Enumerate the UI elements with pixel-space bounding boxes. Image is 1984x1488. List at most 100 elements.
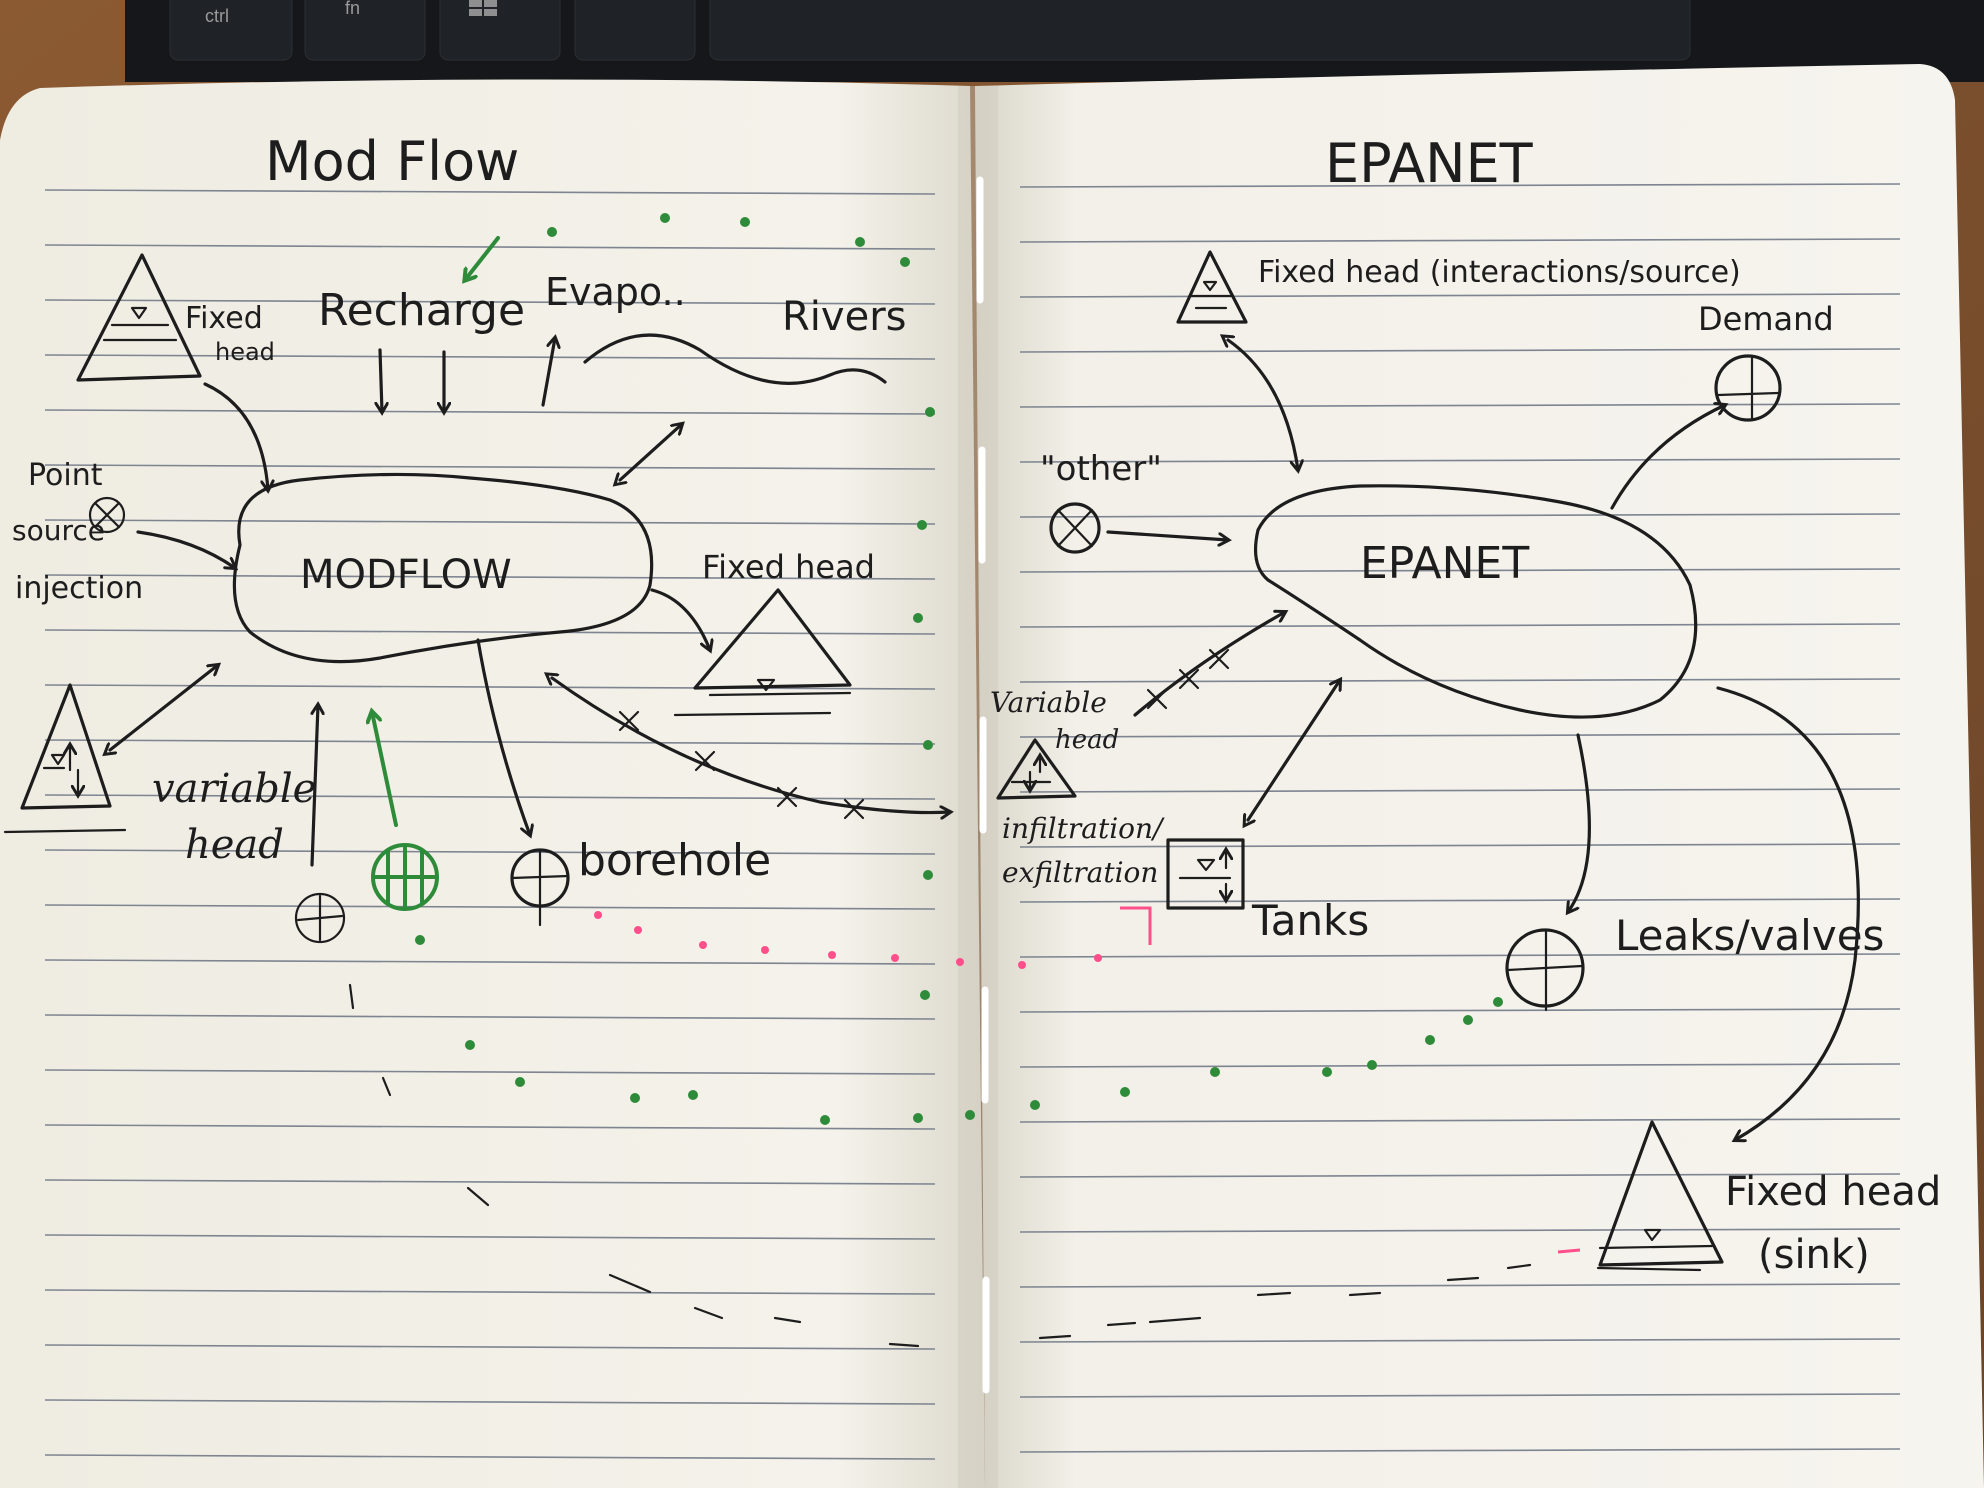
ruled-line [1019, 1228, 1901, 1233]
ruled-line [1019, 733, 1901, 738]
label-demand: Demand [1698, 300, 1834, 338]
label-fixed-head: head [215, 338, 275, 366]
borehole-well-icon [510, 848, 570, 927]
green-dotted-path [415, 213, 1503, 1125]
variable-head-triangle-right-icon [996, 738, 1077, 800]
ruled-line [1019, 788, 1901, 793]
green-dot [920, 990, 930, 1000]
right-diagram: EPANET Fixed head (interactions/source) … [990, 132, 1941, 1340]
ruled-line [44, 1399, 936, 1405]
label-infiltration: infiltration/ [1002, 812, 1165, 845]
ruled-line [44, 1179, 936, 1185]
leaks-well-icon [1505, 928, 1585, 1012]
left-page-title: Mod Flow [265, 130, 519, 193]
ruled-line [44, 574, 936, 580]
ruled-line [44, 1124, 936, 1130]
green-dot [1493, 997, 1503, 1007]
green-dot [465, 1040, 475, 1050]
arrow-fixedhead-to-modflow [203, 382, 268, 490]
modflow-label: MODFLOW [300, 552, 512, 598]
green-dot [1425, 1035, 1435, 1045]
label-fixed-head-sink-1: Fixed head [1725, 1169, 1941, 1215]
tank-icon [1166, 838, 1245, 910]
variable-head-triangle-icon [3, 683, 127, 834]
ruled-line [1019, 1008, 1901, 1013]
label-rivers: Rivers [782, 294, 906, 340]
fixed-head-triangle-icon [76, 253, 202, 382]
ruled-line [44, 1344, 936, 1350]
green-dot [740, 217, 750, 227]
green-dot [855, 237, 865, 247]
epanet-label: EPANET [1360, 538, 1529, 589]
green-dot [1030, 1100, 1040, 1110]
label-point: Point [28, 458, 103, 493]
ruled-line [1019, 183, 1901, 188]
left-diagram: Mod Flow Fixed head Recharge Evapo.. Riv… [3, 130, 950, 1348]
green-well-icon [371, 843, 439, 911]
green-dot [917, 520, 927, 530]
ruled-line [1019, 1063, 1901, 1068]
windows-logo-icon [469, 0, 497, 16]
pink-dot [1018, 961, 1026, 969]
pink-dot [1094, 954, 1102, 962]
ctrl-key[interactable] [169, 0, 293, 61]
ruled-line [44, 464, 936, 470]
label-variable: variable [152, 766, 316, 812]
spine-stitching [976, 176, 990, 1394]
green-dot [1210, 1067, 1220, 1077]
label-recharge: Recharge [318, 285, 525, 336]
green-dot [820, 1115, 830, 1125]
ruled-line [1019, 1393, 1901, 1398]
ruled-line [44, 1234, 936, 1240]
label-fixed-head-sink-2: (sink) [1758, 1232, 1870, 1278]
green-dot [913, 1113, 923, 1123]
windows-key[interactable] [439, 0, 561, 61]
pink-dot [594, 911, 602, 919]
green-dot [965, 1110, 975, 1120]
ruled-line [1019, 568, 1901, 573]
left-page [0, 79, 985, 1488]
pink-dotted-path [594, 911, 1102, 969]
ctrl-key-label: ctrl [205, 6, 229, 26]
ruled-line [44, 629, 936, 635]
label-other: "other" [1040, 449, 1162, 489]
green-recharge-arrow [465, 236, 500, 280]
green-dot [923, 740, 933, 750]
keyboard: ctrl fn [125, 0, 1984, 82]
label-tanks: Tanks [1251, 896, 1369, 945]
label-borehole: borehole [578, 835, 771, 886]
label-fixed-head-right: Fixed head [702, 548, 875, 586]
label-fixed-head-top: Fixed head (interactions/source) [1258, 255, 1741, 290]
green-dot [688, 1090, 698, 1100]
green-dot [1322, 1067, 1332, 1077]
green-dot [1463, 1015, 1473, 1025]
ruled-line [1019, 1173, 1901, 1178]
label-variable-head-2: head [1055, 725, 1119, 755]
green-dot [660, 213, 670, 223]
ruled-line [44, 519, 936, 525]
ruled-line [44, 1069, 936, 1075]
ruled-line [44, 959, 936, 965]
label-evapo: Evapo.. [545, 270, 686, 314]
pink-dot [761, 946, 769, 954]
ruled-line [1019, 1338, 1901, 1343]
fn-key[interactable] [304, 0, 426, 61]
green-dot [547, 227, 557, 237]
fixed-head-sink-triangle-icon [1596, 1120, 1724, 1272]
pink-dot [891, 954, 899, 962]
green-dot [515, 1077, 525, 1087]
ruled-line [44, 409, 936, 415]
ruled-line [1019, 623, 1901, 628]
label-injection: injection [15, 571, 143, 606]
ruled-line [1019, 458, 1901, 463]
point-source-well-icon [88, 496, 126, 534]
ruled-line [1019, 678, 1901, 683]
ruled-line [44, 354, 936, 360]
green-up-arrow [372, 712, 398, 827]
pink-dot [828, 951, 836, 959]
label-fixed: Fixed [185, 301, 263, 336]
fixed-head-source-triangle-icon [1176, 250, 1248, 324]
ruled-line [1019, 1283, 1901, 1288]
ruled-line [44, 189, 936, 195]
